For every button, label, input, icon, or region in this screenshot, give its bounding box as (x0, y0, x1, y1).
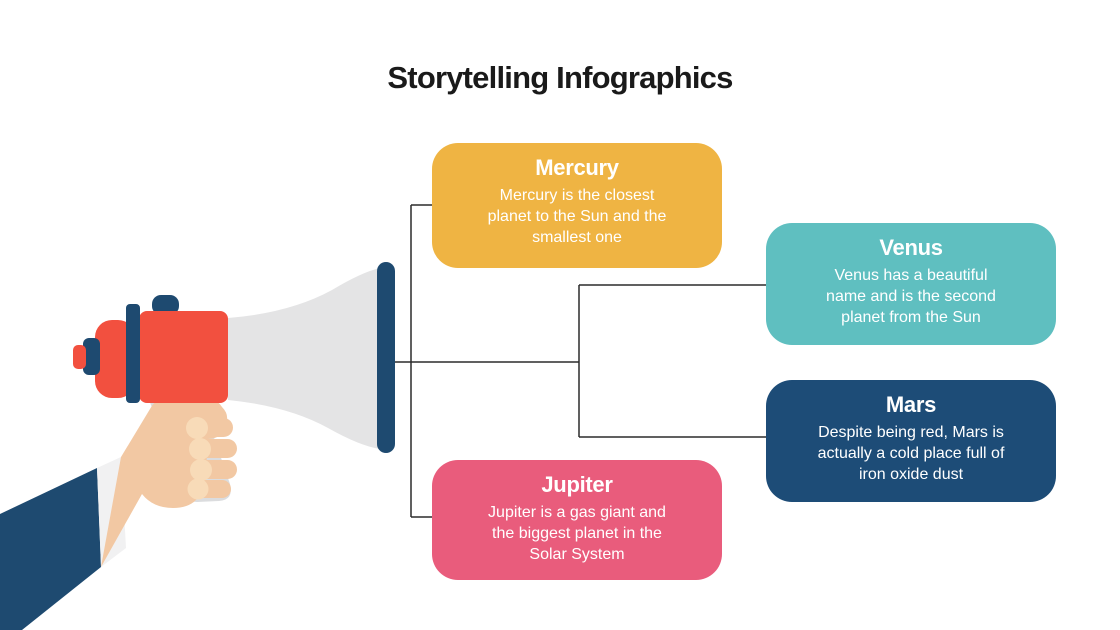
card-jupiter: Jupiter Jupiter is a gas giant and the b… (432, 460, 722, 580)
megaphone-rear-cap (95, 320, 135, 398)
slide-title: Storytelling Infographics (387, 60, 733, 95)
card-venus-body: Venus has a beautiful name and is the se… (826, 267, 996, 326)
megaphone-rim (377, 262, 395, 453)
card-venus-title: Venus (879, 235, 943, 260)
card-mars-title: Mars (885, 392, 937, 417)
card-mercury: Mercury Mercury is the closest planet to… (432, 143, 722, 268)
card-venus: Venus Venus has a beautiful name and is … (766, 223, 1056, 345)
megaphone-top-bump (152, 295, 179, 315)
connector-lines (395, 204, 767, 518)
card-jupiter-title: Jupiter (541, 472, 613, 497)
megaphone-knob (83, 338, 100, 375)
megaphone-group (0, 262, 395, 630)
fingertips (186, 417, 212, 500)
megaphone-knob-tip (73, 345, 86, 369)
megaphone-horn (228, 268, 380, 449)
card-mars: Mars Despite being red, Mars is actually… (766, 380, 1056, 502)
card-mercury-title: Mercury (535, 155, 619, 180)
megaphone-body (139, 311, 228, 403)
megaphone-band (126, 304, 140, 403)
card-jupiter-body: Jupiter is a gas giant and the biggest p… (488, 504, 666, 563)
arm-sleeve (0, 468, 101, 630)
card-mercury-body: Mercury is the closest planet to the Sun… (487, 187, 667, 246)
card-mars-body: Despite being red, Mars is actually a co… (817, 424, 1005, 483)
